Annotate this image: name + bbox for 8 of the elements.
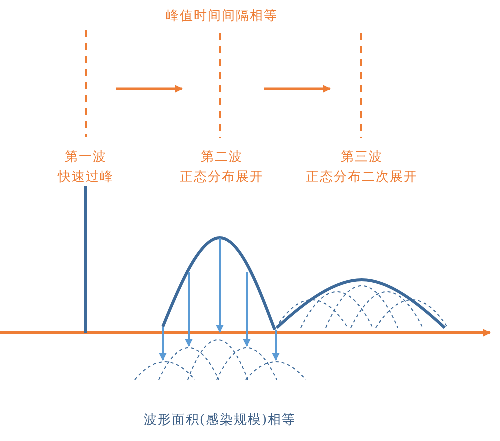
caption-text: 正态分布展开 [180,170,264,186]
caption-text: 第一波 [65,150,107,166]
caption-text: 正态分布二次展开 [306,170,418,186]
caption-text: 峰值时间间隔相等 [166,9,278,25]
caption-text: 第二波 [201,150,243,166]
caption-text: 波形面积(感染规模)相等 [144,413,296,429]
caption-text: 快速过峰 [58,170,114,186]
caption-text: 第三波 [341,150,383,166]
